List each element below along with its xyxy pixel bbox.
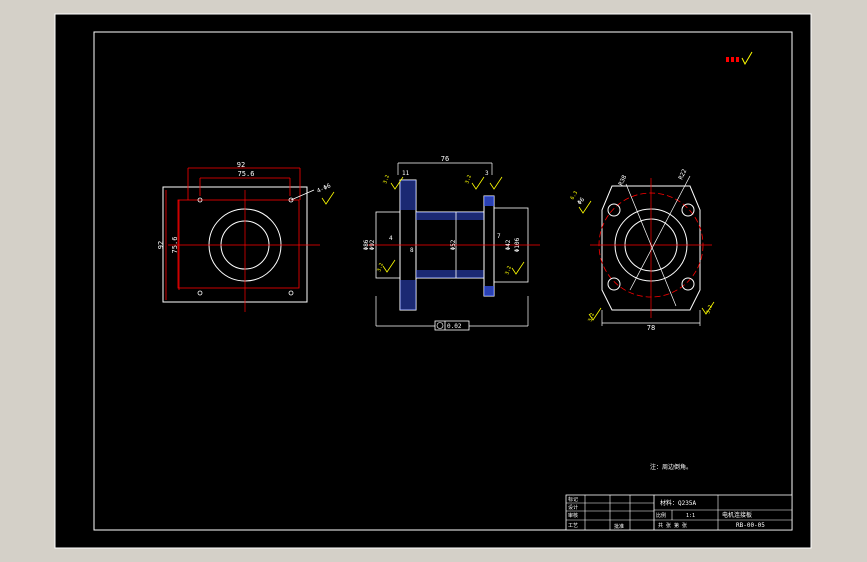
svg-text:3.2: 3.2 <box>376 262 385 273</box>
mid-dim-flange-right: 3 <box>485 170 489 177</box>
mid-right-flange-hatch-bottom <box>484 286 494 296</box>
right-hole-4 <box>681 277 695 291</box>
svg-text:6.3: 6.3 <box>570 190 580 201</box>
left-dim-top-inner: 75.6 <box>238 170 255 178</box>
mid-dim-flange-left: 11 <box>402 170 410 177</box>
mid-left-flange-hatch-top <box>400 180 416 210</box>
tb-drawing-no: RB-00-05 <box>736 522 765 529</box>
tb-sheets: 共 张 第 张 <box>658 522 687 529</box>
mid-roughness-2: 3.2 <box>464 174 485 190</box>
tb-approve: 批准 <box>614 523 624 530</box>
right-roughness-2: 3.2 <box>587 307 602 323</box>
tb-row-1: 标记 <box>568 496 578 503</box>
left-dim-left-outer: 92 <box>157 241 165 249</box>
mid-body-hatch-top <box>416 212 484 220</box>
right-view: R38 R22 Φ6 78 6.3 3.2 3.2 <box>570 168 715 332</box>
left-roughness-symbol <box>321 191 335 205</box>
right-radius-leader-2 <box>629 175 691 291</box>
right-dim-width: 78 <box>647 324 655 332</box>
mid-right-flange-hatch-top <box>484 196 494 206</box>
mid-dim-length: 76 <box>441 155 449 163</box>
left-hole-2 <box>288 197 294 203</box>
mid-label-b: 8 <box>410 247 414 254</box>
mid-dim-right-inner: Φ42 <box>505 239 512 250</box>
right-hole-3 <box>607 277 621 291</box>
mid-roughness-4: 3.2 <box>504 261 525 276</box>
left-hole-leader <box>290 189 315 201</box>
right-roughness-3: 3.2 <box>701 301 715 315</box>
drawing-note: 注：周边倒角。 <box>650 463 692 471</box>
right-dim-r2: R22 <box>677 168 688 181</box>
right-radius-leader-1 <box>625 183 677 307</box>
left-view-bolt-square <box>177 199 300 289</box>
mid-tolerance-frame: 0.02 <box>434 320 470 331</box>
title-block: 标记 设计 审核 工艺 批准 材料：Q235A 比例 1:1 共 张 第 张 电… <box>565 494 793 531</box>
tb-row-4: 工艺 <box>568 523 578 529</box>
svg-text:3.2: 3.2 <box>382 174 391 185</box>
right-dim-hole: Φ6 <box>576 196 586 206</box>
tb-row-3: 审核 <box>568 512 578 519</box>
mid-left-flange-hatch-bottom <box>400 280 416 310</box>
right-view-outline <box>601 185 701 311</box>
mid-roughness-1: 3.2 <box>382 174 404 190</box>
right-roughness-1: 6.3 <box>570 190 592 214</box>
tb-scale-label: 比例 <box>656 512 666 519</box>
left-hole-1 <box>197 197 203 203</box>
svg-text:3.2: 3.2 <box>464 174 473 185</box>
mid-body-hatch-bottom <box>416 270 484 278</box>
left-dim-top-outer: 92 <box>237 161 245 169</box>
roughness-mark-corner <box>726 51 753 66</box>
mid-dim-bore-left2: Φ92 <box>369 239 376 250</box>
mid-label-c: 7 <box>497 233 501 240</box>
tb-part-name: 电机连接板 <box>722 511 752 519</box>
svg-text:3.2: 3.2 <box>504 265 513 276</box>
mid-roughness-3: 3.2 <box>376 259 396 273</box>
tb-row-2: 设计 <box>568 504 578 511</box>
mid-dim-center: Φ52 <box>450 239 457 250</box>
right-hole-2 <box>681 203 695 217</box>
tb-material: 材料：Q235A <box>660 499 696 507</box>
left-view: 92 75.6 92 75.6 4-Φ6 <box>157 161 335 312</box>
mid-roughness-5 <box>489 176 503 190</box>
left-hole-3 <box>197 290 203 296</box>
drawing-sheet <box>54 13 812 549</box>
tb-scale-value: 1:1 <box>686 513 695 519</box>
middle-view: 76 11 3 Φ86 Φ92 Φ52 Φ106 Φ42 4 8 7 <box>363 155 540 331</box>
mid-tolerance-value: 0.02 <box>447 323 462 330</box>
left-view-outline <box>162 186 308 303</box>
right-dim-r1: R38 <box>617 174 628 187</box>
mid-dim-bore-left: Φ86 <box>363 239 370 250</box>
svg-text:3.2: 3.2 <box>587 312 596 323</box>
flatness-icon <box>436 322 444 329</box>
left-hole-4 <box>288 290 294 296</box>
svg-text:3.2: 3.2 <box>705 304 714 315</box>
mid-label-a: 4 <box>389 235 393 242</box>
mid-dim-right-outer: Φ106 <box>514 237 521 252</box>
drawing-border <box>93 31 793 531</box>
right-hole-1 <box>607 203 621 217</box>
